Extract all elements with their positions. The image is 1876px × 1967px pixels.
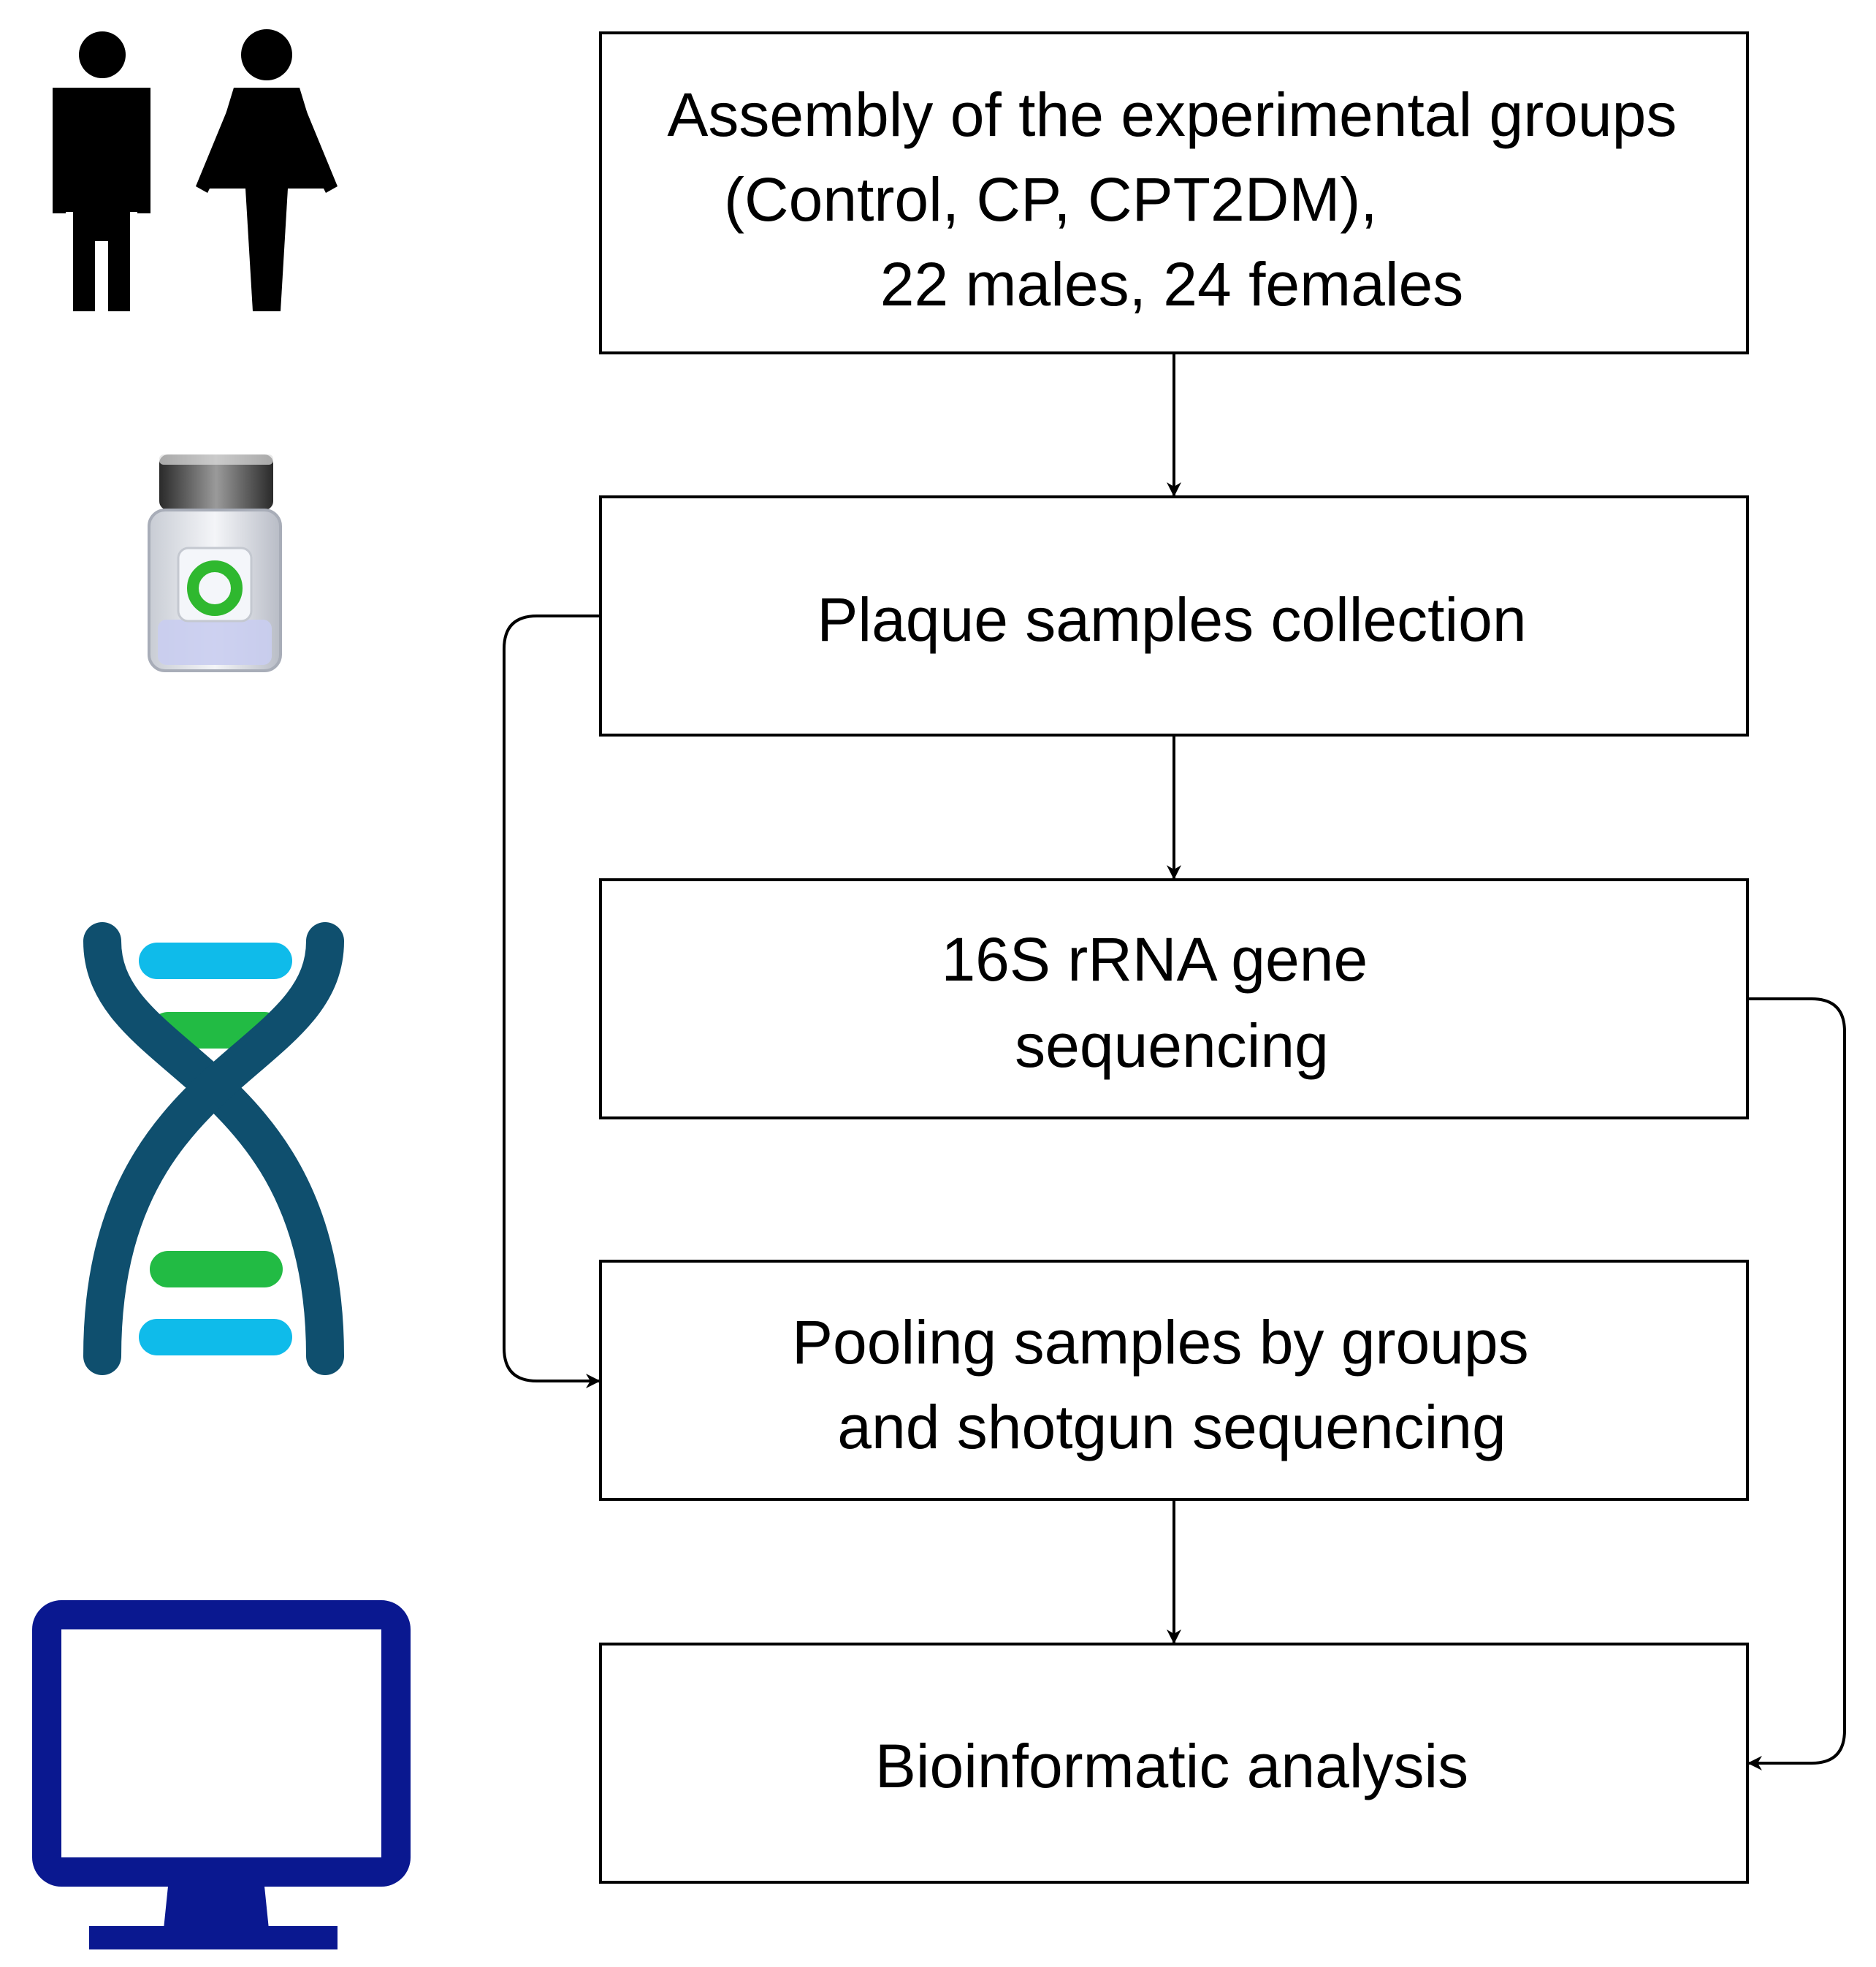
- sequencing16s-line-2: sequencing: [1015, 1011, 1329, 1080]
- computer-monitor-icon: [32, 1600, 411, 1949]
- pooling-line-1: Pooling samples by groups: [792, 1308, 1529, 1377]
- people-icon: [53, 29, 338, 311]
- sample-vial-icon: [148, 454, 282, 672]
- box-bioinformatic: [599, 1643, 1749, 1884]
- box-plaque: [599, 495, 1749, 737]
- male-figure-icon: [53, 31, 150, 311]
- box-16s-sequencing: [599, 878, 1749, 1119]
- arrow-plaque-to-pooling: [503, 615, 600, 1388]
- assembly-line-2: (Control, CP, CPT2DM),: [724, 165, 1378, 234]
- arrow-16s-to-bioinformatic: [1747, 997, 1846, 1770]
- sequencing16s-line-1: 16S rRNA gene: [941, 925, 1368, 994]
- pooling-line-2: and shotgun sequencing: [837, 1393, 1506, 1461]
- plaque-text: Plaque samples collection: [817, 585, 1526, 654]
- dna-rung-icon: [139, 1319, 292, 1355]
- assembly-line-1: Assembly of the experimental groups: [667, 80, 1677, 149]
- plaque-line-1: Plaque samples collection: [817, 585, 1526, 654]
- box-pooling: [599, 1260, 1749, 1501]
- assembly-line-3: 22 males, 24 females: [880, 250, 1463, 319]
- female-figure-icon: [196, 29, 338, 311]
- pooling-text: Pooling samples by groups and shotgun se…: [792, 1308, 1546, 1461]
- bioinformatic-text: Bioinformatic analysis: [875, 1732, 1468, 1800]
- dna-rung-icon: [150, 1251, 283, 1287]
- bioinformatic-line-1: Bioinformatic analysis: [875, 1732, 1468, 1800]
- dna-icon: [83, 922, 344, 1375]
- sequencing16s-text: 16S rRNA gene sequencing: [941, 925, 1384, 1080]
- assembly-text: Assembly of the experimental groups (Con…: [667, 80, 1693, 319]
- dna-rung-icon: [139, 943, 292, 979]
- box-assembly: [599, 31, 1749, 354]
